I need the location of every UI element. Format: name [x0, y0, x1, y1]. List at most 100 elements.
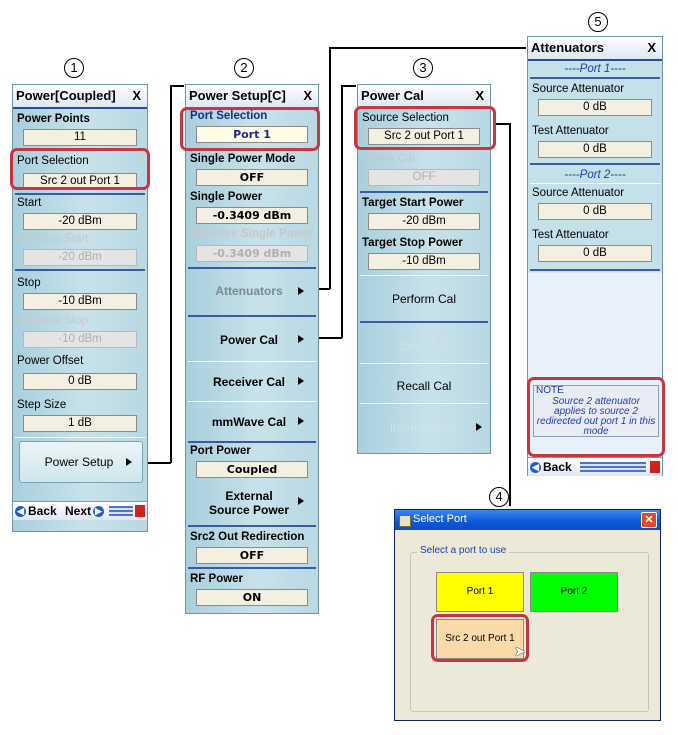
single-power-mode-field[interactable]: OFF	[196, 169, 308, 186]
next-label: Next	[65, 504, 92, 518]
connector-line	[341, 85, 343, 338]
port2-test-attenuator-label: Test Attenuator	[532, 229, 609, 241]
divider	[530, 269, 660, 271]
start-field[interactable]: -20 dBm	[23, 213, 137, 230]
power-setup-button[interactable]: Power Setup	[19, 441, 143, 483]
port-power-label: Port Power	[190, 445, 251, 457]
highlight-port-selection	[180, 107, 320, 151]
mmwave-cal-label: mmWave Cal	[211, 415, 287, 429]
callout-3: 3	[413, 58, 433, 78]
port-2-button[interactable]: Port 2	[530, 572, 618, 612]
connector-line	[341, 85, 356, 87]
power-cal-field: OFF	[368, 169, 480, 186]
external-source-power-button[interactable]: External Source Power	[186, 483, 318, 523]
target-start-power-field[interactable]: -20 dBm	[368, 213, 480, 230]
panel-title-bar: Attenuators X	[528, 37, 662, 61]
panel-footer: ◀Back	[528, 457, 662, 476]
divider	[188, 315, 316, 317]
connector-line	[318, 337, 342, 339]
home-icon[interactable]	[135, 505, 145, 517]
divider	[530, 163, 660, 165]
port2-test-attenuator-field[interactable]: 0 dB	[538, 245, 652, 262]
power-coupled-panel: Power[Coupled]X Power Points 11 Port Sel…	[12, 84, 148, 532]
source-selection-field[interactable]: Src 2 out Port 1	[368, 128, 480, 145]
back-button[interactable]: ◀Back	[15, 502, 57, 520]
port2-source-attenuator-field[interactable]: 0 dB	[538, 203, 652, 220]
single-power-label: Single Power	[190, 191, 263, 203]
power-points-label: Power Points	[17, 113, 90, 125]
connector-line	[496, 123, 510, 125]
attenuators-button[interactable]: Attenuators	[186, 271, 318, 311]
perform-cal-button[interactable]: Perform Cal	[391, 292, 456, 306]
port1-test-attenuator-field[interactable]: 0 dB	[538, 141, 652, 158]
port-1-button[interactable]: Port 1	[436, 572, 524, 612]
panel-title-bar: Power[Coupled]X	[13, 85, 147, 109]
src2-out-redirection-field[interactable]: OFF	[196, 547, 308, 564]
app-icon	[399, 515, 411, 527]
panel-title: Power Cal	[361, 88, 424, 103]
mmwave-cal-button[interactable]: mmWave Cal	[186, 403, 318, 443]
attenuators-label: Attenuators	[215, 284, 283, 298]
divider	[188, 401, 316, 402]
port-selection-field[interactable]: Port 1	[196, 126, 308, 143]
port1-source-attenuator-field[interactable]: 0 dB	[538, 99, 652, 116]
connector-line	[509, 123, 511, 506]
back-label: Back	[28, 504, 57, 518]
close-button[interactable]: X	[303, 88, 312, 103]
back-button[interactable]: ◀Back	[530, 458, 572, 476]
divider	[188, 441, 316, 443]
port-selection-field[interactable]: Src 2 out Port 1	[23, 173, 137, 190]
divider	[360, 363, 488, 364]
connector-line	[170, 85, 172, 463]
submenu-arrow-icon	[298, 287, 304, 295]
close-button[interactable]: X	[132, 88, 141, 103]
port1-header: ----Port 1----	[564, 63, 626, 75]
power-offset-field[interactable]: 0 dB	[23, 373, 137, 390]
close-button[interactable]: X	[647, 40, 656, 55]
close-button[interactable]: X	[475, 88, 484, 103]
port1-test-attenuator-label: Test Attenuator	[532, 125, 609, 137]
power-setup-label: Power Setup	[44, 455, 114, 469]
rf-power-field[interactable]: ON	[196, 589, 308, 606]
panel-title: Power Setup[C]	[189, 88, 286, 103]
stop-label: Stop	[17, 277, 41, 289]
dialog-close-button[interactable]: ✕	[641, 512, 657, 528]
power-cal-label: Power Cal	[362, 153, 416, 165]
home-icon[interactable]	[650, 461, 660, 473]
divider	[360, 403, 488, 404]
panel-title: Attenuators	[531, 40, 604, 55]
divider	[360, 191, 488, 193]
port-power-field[interactable]: Coupled	[196, 461, 308, 478]
power-setup-panel: Power Setup[C]X Port Selection Port 1 Si…	[185, 84, 319, 614]
divider	[15, 193, 145, 195]
footer-stripes	[109, 506, 133, 516]
group-label: Select a port to use	[417, 545, 510, 556]
external-source-power-label: External Source Power	[208, 489, 290, 517]
step-size-field[interactable]: 1 dB	[23, 415, 137, 432]
effective-start-label: Effective Start	[17, 233, 89, 245]
highlight-source-selection	[354, 106, 496, 150]
submenu-arrow-icon	[298, 417, 304, 425]
src2-out-port1-button[interactable]: Src 2 out Port 1	[436, 619, 524, 659]
rf-power-label: RF Power	[190, 573, 244, 585]
power-points-field[interactable]: 11	[23, 129, 137, 146]
stop-field[interactable]: -10 dBm	[23, 293, 137, 310]
recall-cal-button[interactable]: Recall Cal	[396, 379, 452, 393]
power-offset-label: Power Offset	[17, 355, 84, 367]
callout-1: 1	[64, 58, 84, 78]
receiver-cal-button[interactable]: Receiver Cal	[186, 363, 318, 403]
callout-5: 5	[588, 12, 608, 32]
note-box: NOTE Source 2 attenuator applies to sour…	[533, 385, 659, 437]
single-power-field[interactable]: -0.3409 dBm	[196, 207, 308, 224]
port1-source-attenuator-label: Source Attenuator	[532, 83, 625, 95]
highlight-src2-button	[431, 614, 529, 662]
divider	[188, 525, 316, 527]
submenu-arrow-icon	[476, 423, 482, 431]
dialog-title: Select Port	[413, 513, 467, 525]
power-cal-button[interactable]: Power Cal	[186, 319, 318, 359]
callout-2: 2	[234, 58, 254, 78]
target-stop-power-field[interactable]: -10 dBm	[368, 253, 480, 270]
next-button[interactable]: Next▶	[65, 502, 106, 520]
divider	[360, 321, 488, 323]
